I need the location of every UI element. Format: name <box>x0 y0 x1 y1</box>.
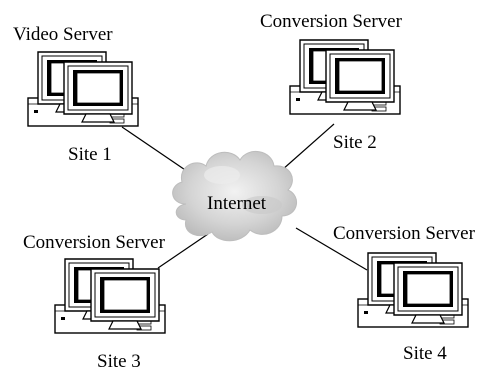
site-2-role-label: Conversion Server <box>260 11 403 32</box>
link-site-4 <box>295 227 368 271</box>
site-4-role-label: Conversion Server <box>333 223 476 244</box>
internet-cloud-icon <box>172 151 297 242</box>
site-3-label: Site 3 <box>97 351 141 372</box>
link-site-2 <box>281 123 335 171</box>
computer-icon <box>290 40 400 114</box>
site-2-label: Site 2 <box>333 132 377 153</box>
site-4-node: Conversion Server Site 4 <box>333 223 476 364</box>
site-3-node: Conversion Server Site 3 <box>23 232 166 372</box>
site-1-label: Site 1 <box>68 144 112 165</box>
site-2-node: Conversion Server Site 2 <box>260 11 403 153</box>
site-1-node: Video Server Site 1 <box>13 24 138 165</box>
internet-label: Internet <box>207 193 267 214</box>
site-4-label: Site 4 <box>403 343 447 364</box>
computer-icon <box>55 259 165 333</box>
computer-icon <box>358 253 468 327</box>
link-site-3 <box>157 233 209 269</box>
site-1-role-label: Video Server <box>13 24 113 45</box>
computer-icon <box>28 52 138 126</box>
site-3-role-label: Conversion Server <box>23 232 166 253</box>
